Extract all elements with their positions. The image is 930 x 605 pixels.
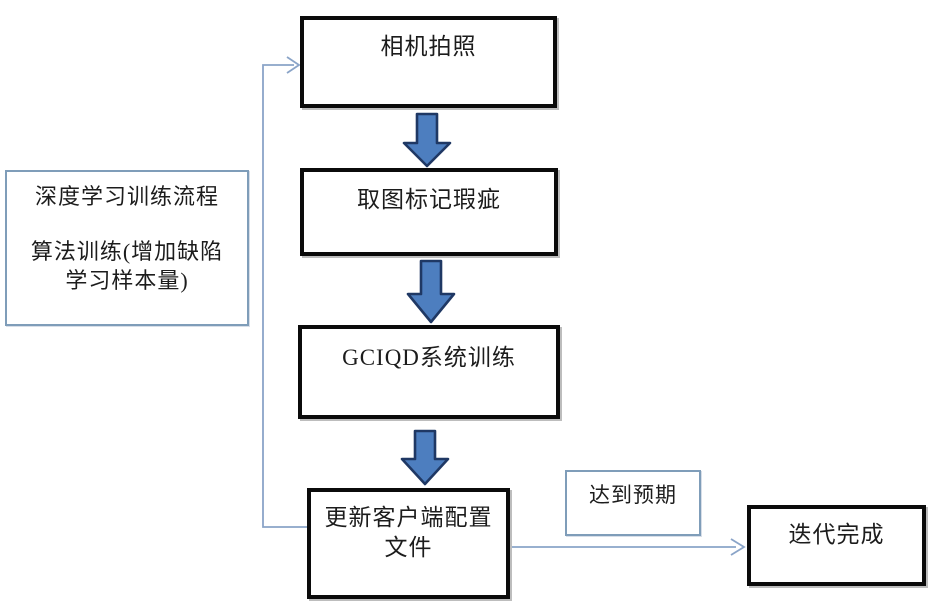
side-note-line3: 学习样本量) [65,268,189,293]
node-gciqd-training-label: GCIQD系统训练 [342,345,516,370]
node-mark-defects: 取图标记瑕疵 [300,168,558,256]
feedback-connector-line [262,64,307,528]
edge-label-meets-expectation: 达到预期 [565,470,701,536]
node-camera-capture: 相机拍照 [300,16,557,108]
node-iteration-complete: 迭代完成 [747,505,926,586]
edge-label-meets-expectation-text: 达到预期 [589,483,677,507]
block-arrow-down-1-icon [402,112,452,168]
node-update-client-config: 更新客户端配置 文件 [307,488,510,599]
side-note-box: 深度学习训练流程 算法训练(增加缺陷 学习样本量) [5,170,249,326]
side-note-line2: 算法训练(增加缺陷 [30,239,224,264]
node-iteration-complete-label: 迭代完成 [788,522,885,547]
feedback-arrowhead-icon [286,56,301,74]
block-arrow-down-2-icon [406,259,456,324]
block-arrow-down-3-icon [400,429,450,486]
node-update-client-config-label-line1: 更新客户端配置 [324,505,493,530]
iteration-arrowhead-icon [730,538,746,556]
node-update-client-config-label-line2: 文件 [384,535,433,560]
node-camera-capture-label: 相机拍照 [380,34,477,59]
node-gciqd-training: GCIQD系统训练 [298,325,560,419]
node-mark-defects-label: 取图标记瑕疵 [357,187,501,212]
side-note-line1: 深度学习训练流程 [34,184,219,209]
